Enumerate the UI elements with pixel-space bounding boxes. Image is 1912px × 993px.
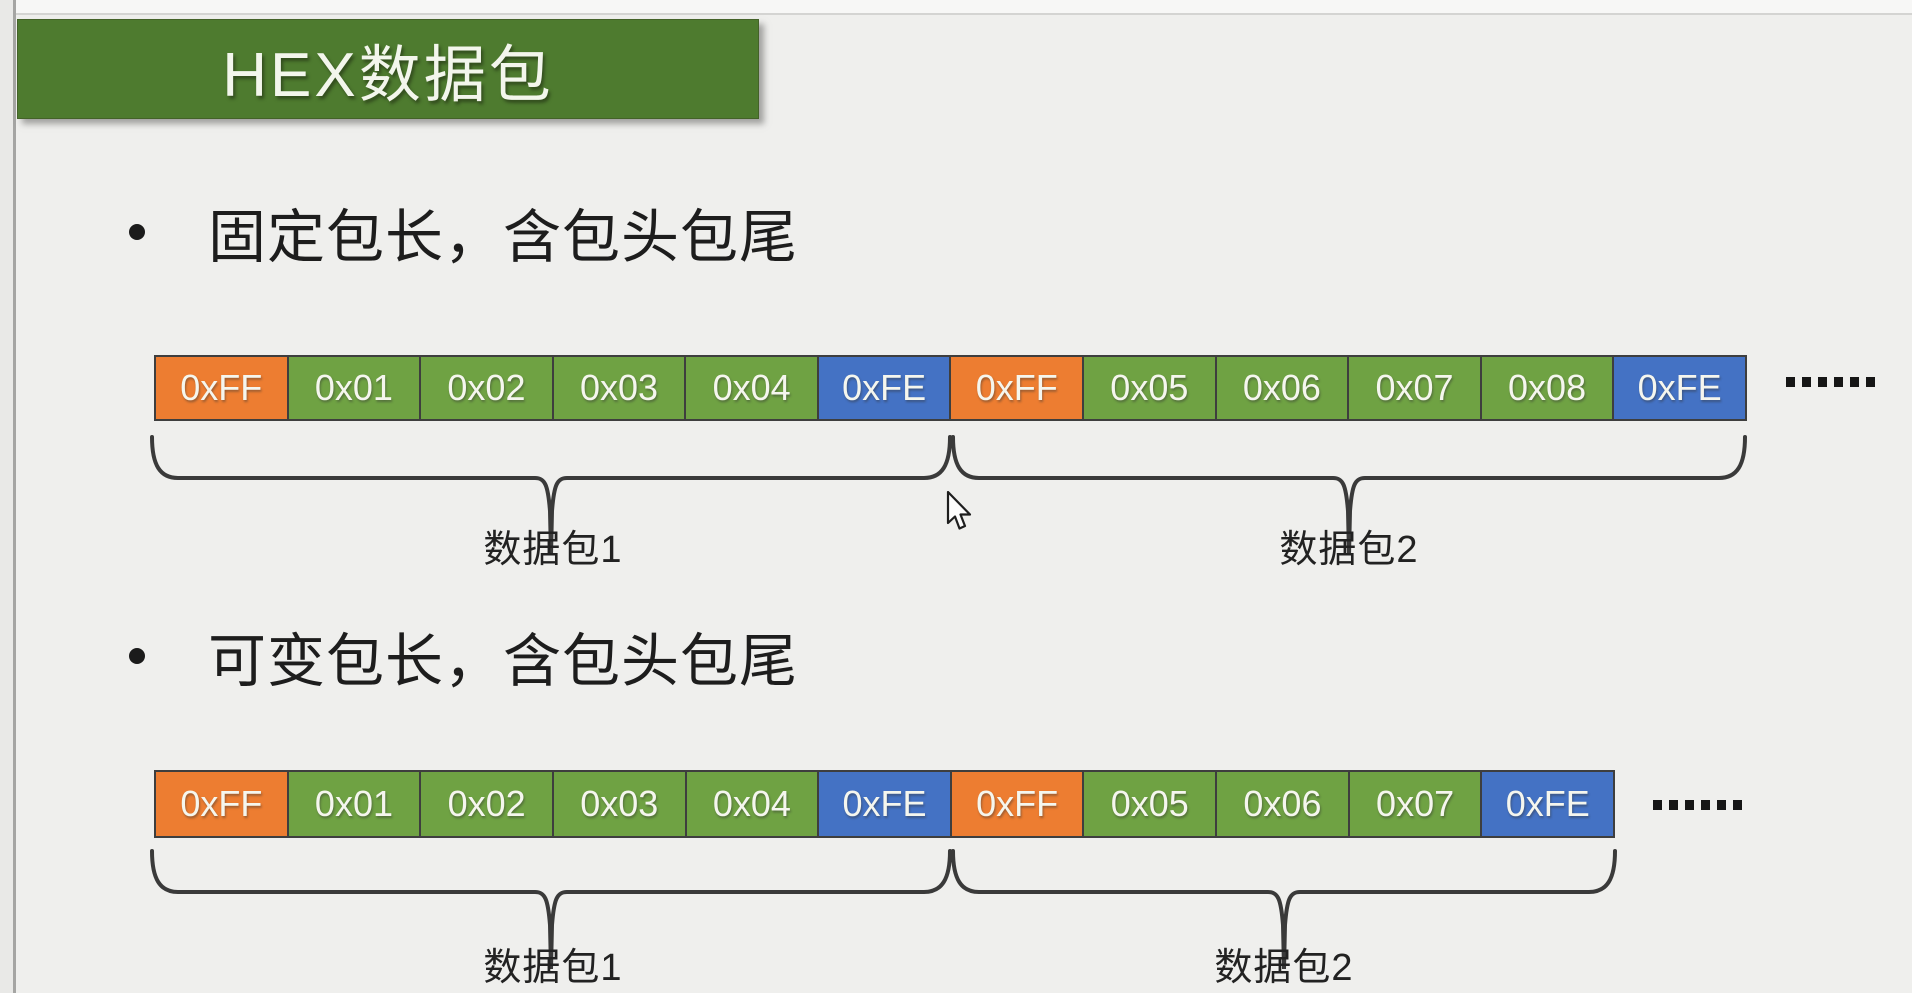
title-banner: HEX数据包 [17,19,759,119]
byte-cell: 0x06 [1214,357,1348,419]
byte-cell: 0x03 [551,772,685,836]
byte-cell: 0xFF [949,772,1083,836]
mouse-cursor-icon [946,491,972,530]
left-gutter [0,0,13,993]
byte-cell: 0xFE [816,357,950,419]
ellipsis-dots [1653,800,1742,810]
top-edge-strip [16,0,1912,15]
underbrace [150,847,952,977]
packet-label: 数据包2 [1214,947,1354,989]
underbrace [951,433,1747,563]
byte-cell: 0x01 [286,357,420,419]
byte-cell: 0x08 [1479,357,1613,419]
byte-cell: 0x06 [1215,772,1348,836]
byte-cell: 0xFE [1480,772,1614,836]
byte-cell: 0xFE [817,772,950,836]
byte-cell: 0xFE [1612,357,1745,419]
byte-cell: 0x05 [1082,772,1216,836]
byte-cell: 0x07 [1347,772,1481,836]
bullet-variable-length: 可变包长，含包头包尾 [208,629,799,694]
underbrace [951,847,1617,977]
packet-label: 数据包1 [483,947,623,989]
byte-cell: 0x03 [551,357,685,419]
bullet-dot [129,224,145,240]
byte-cell: 0x07 [1347,357,1480,419]
byte-cell: 0xFF [156,772,287,836]
byte-cell: 0x04 [684,357,817,419]
underbrace [150,433,952,563]
packet-label: 数据包1 [483,529,623,571]
packet-label: 数据包2 [1279,529,1419,571]
bullet-dot [129,648,145,664]
byte-cell: 0x04 [684,772,818,836]
ellipsis-dots [1786,377,1875,387]
left-gutter-divider [13,0,16,993]
byte-cell: 0x02 [419,357,552,419]
byte-cell: 0x05 [1082,357,1215,419]
page-title: HEX数据包 [222,41,554,110]
byte-cell: 0xFF [949,357,1083,419]
byte-cell: 0xFF [156,357,287,419]
byte-cell: 0x01 [286,772,420,836]
bullet-fixed-length: 固定包长，含包头包尾 [208,205,799,270]
byte-cell: 0x02 [419,772,552,836]
